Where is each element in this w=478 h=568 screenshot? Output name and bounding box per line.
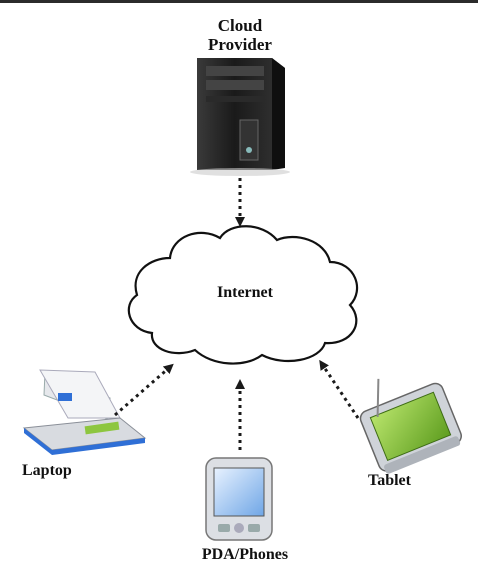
pda-phones-label: PDA/Phones — [201, 546, 289, 563]
pda-phone-icon — [205, 457, 273, 541]
cloud-provider-label-line2: Provider — [208, 35, 272, 54]
tablet-label: Tablet — [368, 472, 411, 489]
arrow-laptop-to-internet — [114, 363, 174, 417]
tablet-icon — [359, 378, 462, 474]
cloud-provider-label: Cloud Provider — [180, 16, 300, 54]
top-border-line — [0, 0, 478, 3]
internet-cloud-shape — [127, 225, 359, 365]
server-icon — [190, 58, 290, 176]
cloud-provider-label-line1: Cloud — [217, 16, 263, 35]
internet-label: Internet — [217, 284, 273, 301]
laptop-label: Laptop — [22, 462, 72, 479]
arrow-tablet-to-internet — [319, 359, 360, 419]
laptop-icon — [22, 369, 147, 455]
